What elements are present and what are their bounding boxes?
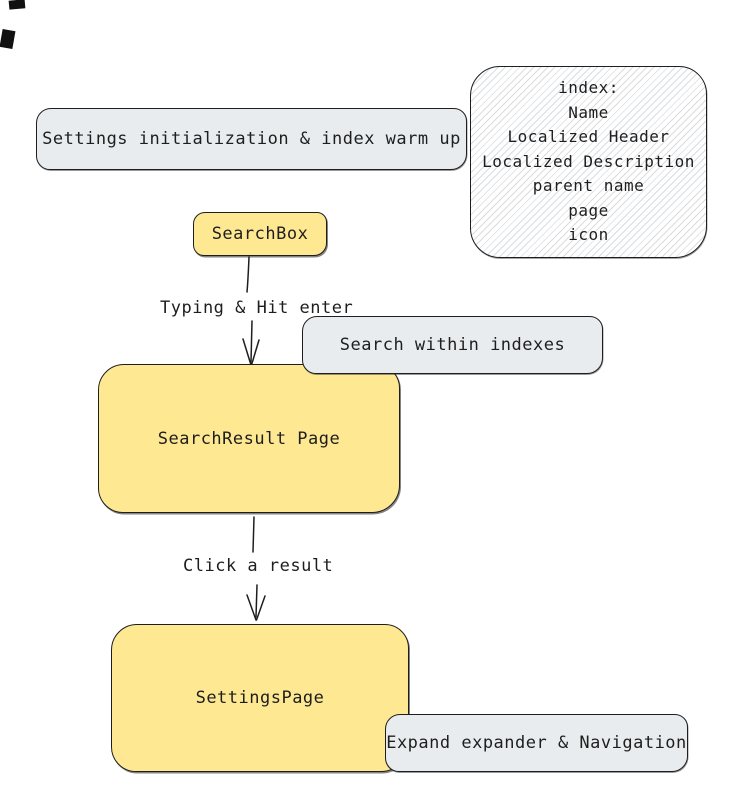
- expand-expander-navigation-node: Expand expander & Navigation: [385, 714, 688, 772]
- click-a-result-edge-label: Click a result: [183, 556, 334, 576]
- searchresult-page-label: SearchResult Page: [157, 428, 341, 449]
- settingspage-node: SettingsPage: [111, 624, 409, 772]
- index-note-line: Localized Header: [507, 127, 670, 147]
- settings-initialization-node: Settings initialization & index warm up: [36, 108, 467, 170]
- index-note-line: index:: [558, 78, 619, 98]
- search-within-indexes-label: Search within indexes: [339, 335, 566, 355]
- index-fields-note: index: Name Localized Header Localized D…: [470, 66, 707, 258]
- click-arrowhead-icon: [246, 594, 266, 621]
- index-note-line: parent name: [532, 176, 645, 196]
- expand-expander-navigation-label: Expand expander & Navigation: [386, 733, 687, 753]
- searchbox-label: SearchBox: [211, 224, 309, 244]
- index-note-line: page: [568, 200, 609, 220]
- index-note-line: icon: [568, 225, 609, 245]
- searchresult-to-label-connector-line: [252, 516, 255, 553]
- index-note-line: Localized Description: [482, 151, 695, 171]
- typing-hit-enter-edge-label: Typing & Hit enter: [160, 298, 354, 318]
- scan-artifact-mark: [0, 29, 16, 49]
- searchbox-to-label-connector-line: [246, 256, 250, 293]
- settingspage-label: SettingsPage: [195, 688, 325, 708]
- settings-initialization-label: Settings initialization & index warm up: [42, 129, 461, 149]
- scan-artifact-mark: [8, 0, 26, 10]
- typing-arrowhead-icon: [242, 338, 260, 366]
- search-within-indexes-node: Search within indexes: [302, 316, 603, 374]
- typing-arrow-shaft: [250, 320, 253, 363]
- searchbox-node: SearchBox: [193, 212, 327, 256]
- click-arrow-shaft: [255, 584, 258, 618]
- index-note-line: Name: [568, 102, 609, 122]
- searchresult-page-node: SearchResult Page: [98, 364, 400, 513]
